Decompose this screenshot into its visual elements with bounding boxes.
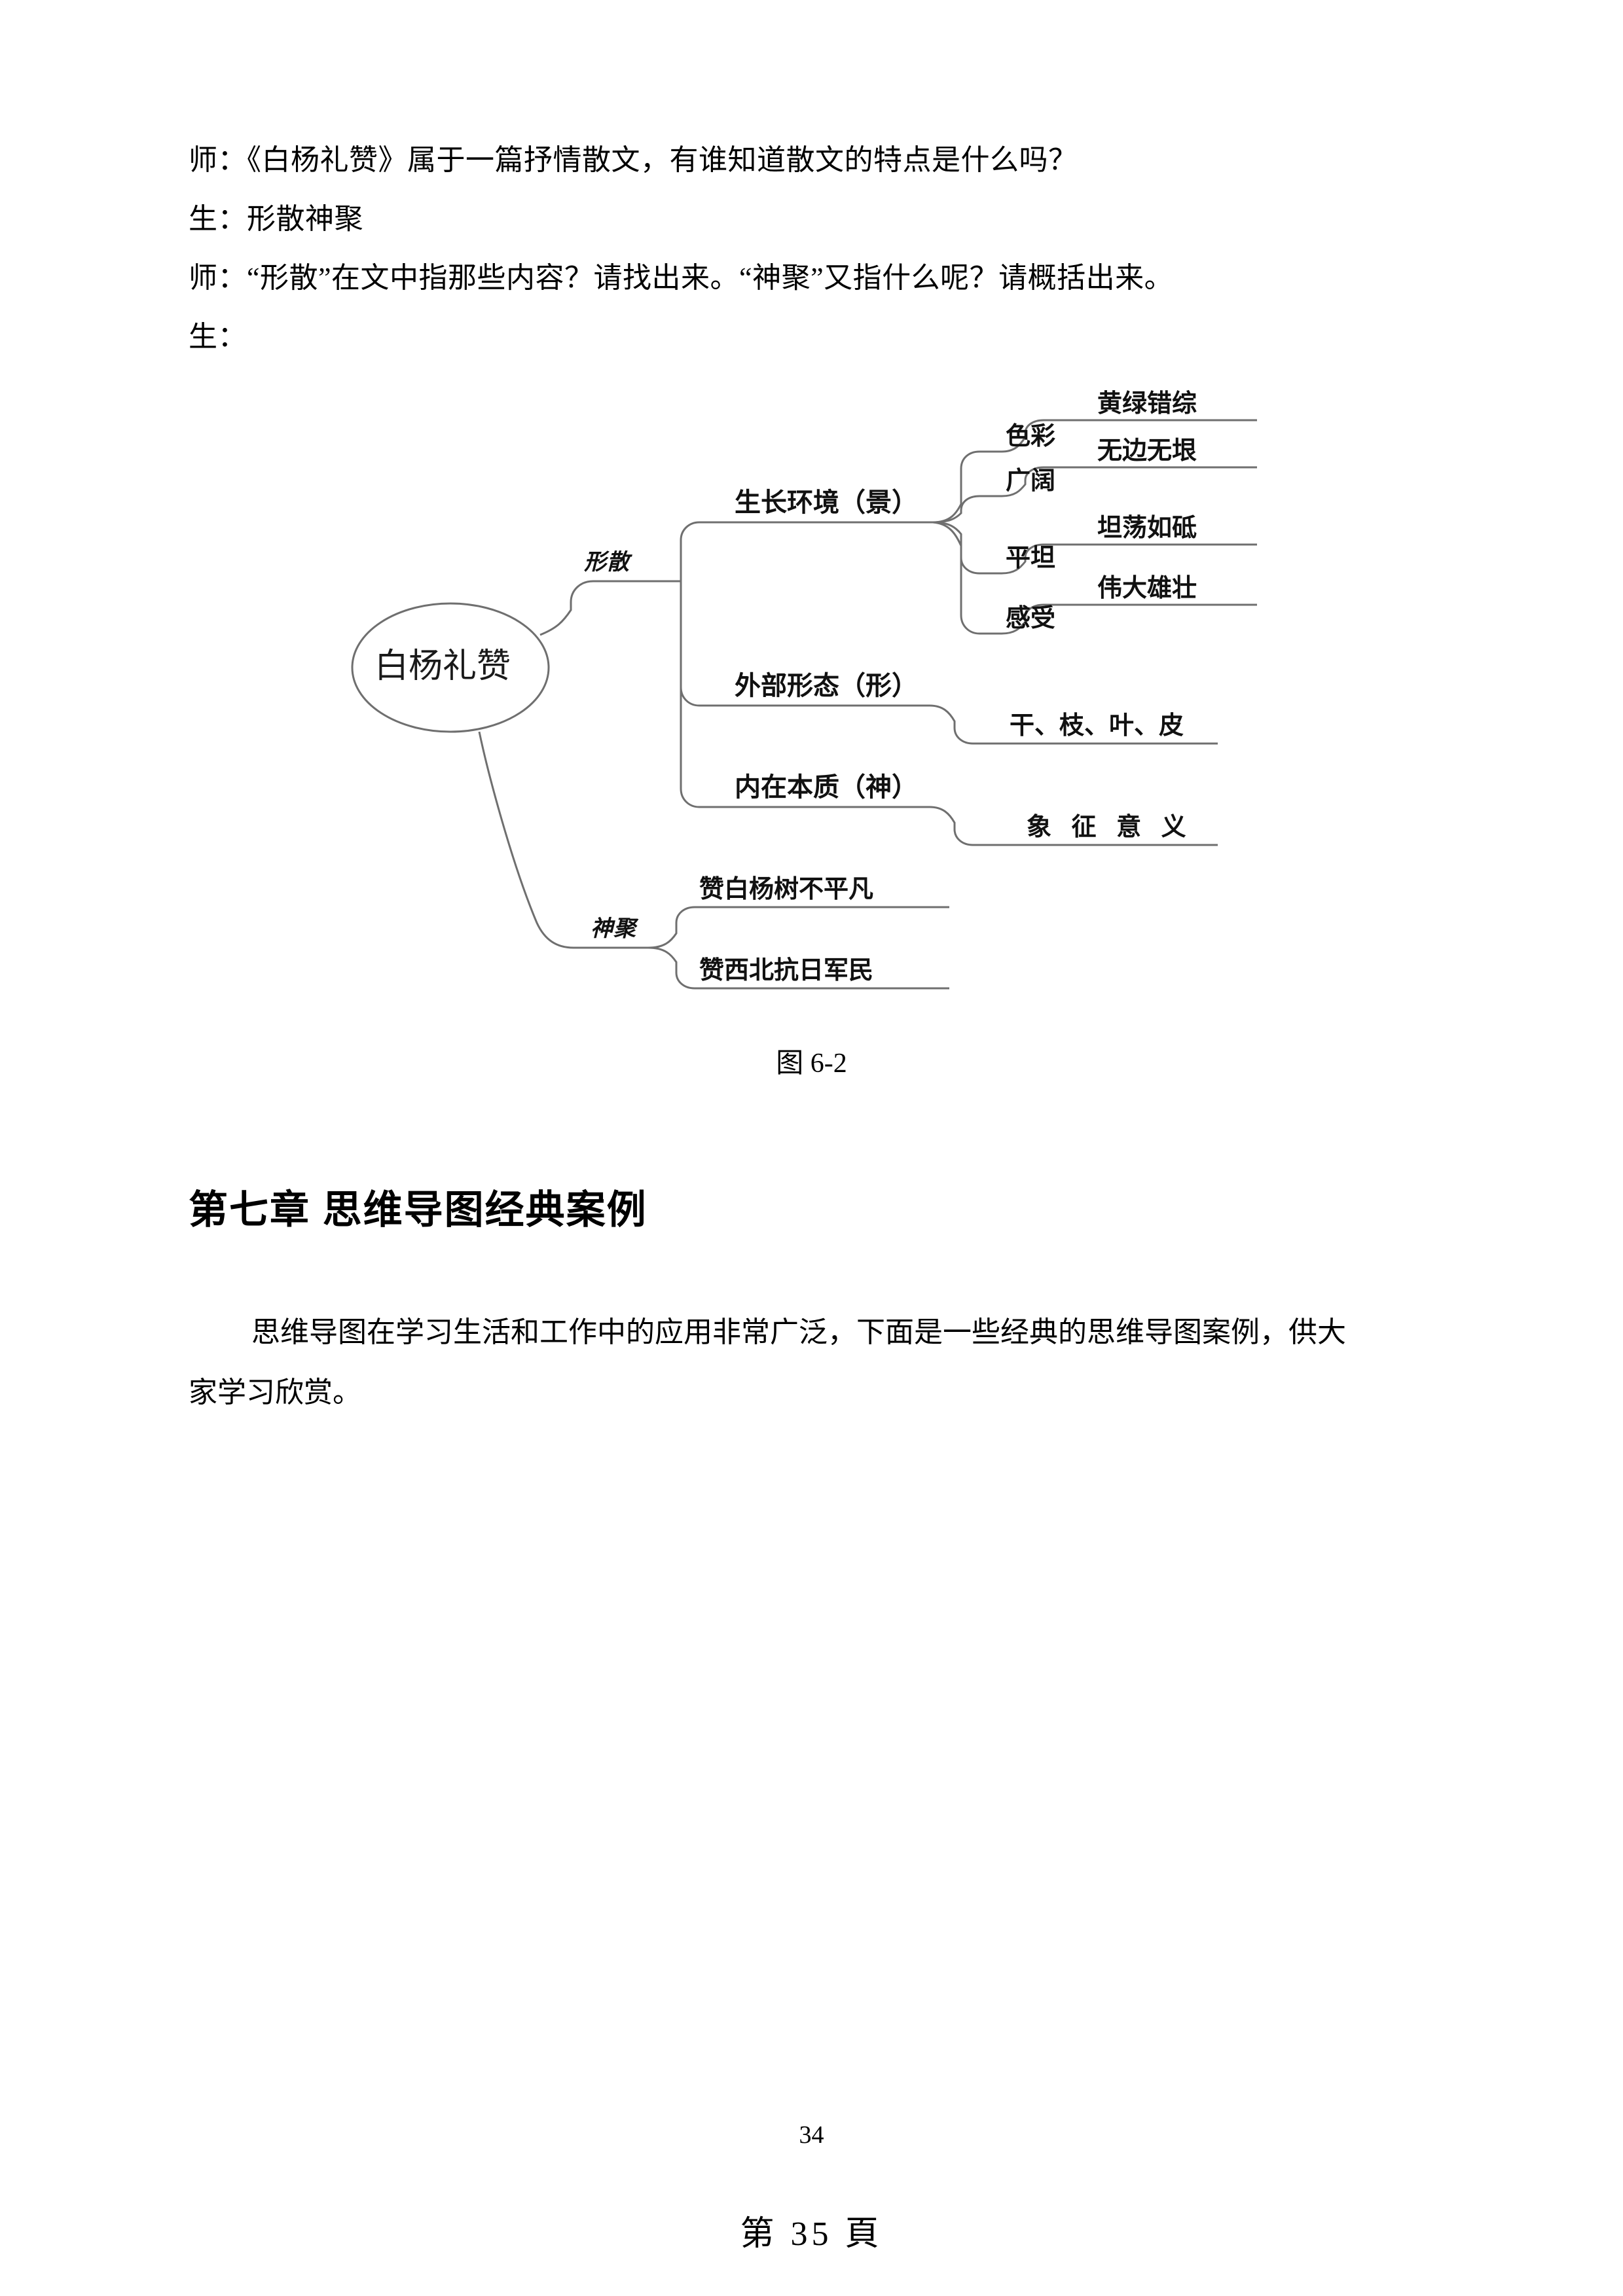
mindmap-leaf-majestic: 伟大雄壮	[1097, 575, 1197, 602]
dialogue-line-student-1: 生：形散神聚	[189, 203, 363, 235]
dialogue-block: 师：《白杨礼赞》属于一篇抒情散文，有谁知道散文的特点是什么吗？ 生：形散神聚 师…	[189, 131, 1432, 367]
mindmap-leaf-boundless: 无边无垠	[1097, 437, 1197, 465]
figure-caption: 图 6-2	[776, 1049, 847, 1079]
mindmap-leaf-praise-northwest: 赞西北抗日军民	[699, 957, 874, 984]
body-paragraph: 思维导图在学习生活和工作中的应用非常广泛，下面是一些经典的思维导图案例，供大 家…	[189, 1302, 1438, 1423]
paragraph-line-2: 家学习欣赏。	[189, 1376, 361, 1408]
dialogue-line-teacher-2: 师：“形散”在文中指那些内容？请找出来。“神聚”又指什么呢？请概括出来。	[189, 262, 1174, 294]
chapter-heading: 第七章 思维导图经典案例	[189, 1188, 647, 1232]
mindmap-leaf-symbolic-meaning: 象 征 意 义	[1027, 814, 1193, 841]
mindmap-node-growth-environment: 生长环境（景）	[735, 488, 918, 517]
dialogue-line-teacher-1: 师：《白杨礼赞》属于一篇抒情散文，有谁知道散文的特点是什么吗？	[189, 144, 1078, 176]
mindmap-leaf-level-plain: 坦荡如砥	[1097, 514, 1197, 542]
mindmap-sub-color: 色彩	[1006, 423, 1056, 450]
footer-page-label: 第 35 頁	[740, 2215, 883, 2253]
mindmap-sub-feeling: 感受	[1006, 605, 1056, 632]
mindmap-leaf-praise-poplar: 赞白杨树不平凡	[699, 876, 874, 903]
paragraph-line-1: 思维导图在学习生活和工作中的应用非常广泛，下面是一些经典的思维导图案例，供大	[251, 1316, 1346, 1348]
mindmap-sub-flat: 平坦	[1006, 545, 1056, 572]
mindmap-figure: 白杨礼赞 形散 生长环境（景） 色彩 广阔 平坦 感受 黄绿错综 无边无垠 坦荡…	[340, 391, 1296, 1073]
mindmap-root-label: 白杨礼赞	[374, 647, 511, 685]
dialogue-line-student-2: 生：	[189, 321, 247, 353]
mindmap-sub-vast: 广阔	[1006, 467, 1056, 495]
mindmap-leaf-trunk-branch-leaf-bark: 干、枝、叶、皮	[1010, 712, 1184, 740]
mindmap-branch-label-shenju: 神聚	[591, 916, 636, 941]
mindmap-leaf-yellow-green: 黄绿错综	[1097, 390, 1197, 418]
mindmap-node-inner-essence: 内在本质（神）	[735, 773, 918, 802]
mindmap-branch-label-xingsan: 形散	[584, 550, 630, 575]
mindmap-node-external-form: 外部形态（形）	[735, 672, 918, 700]
mindmap-connectors	[351, 419, 1257, 990]
footer-page-number: 34	[799, 2121, 824, 2149]
